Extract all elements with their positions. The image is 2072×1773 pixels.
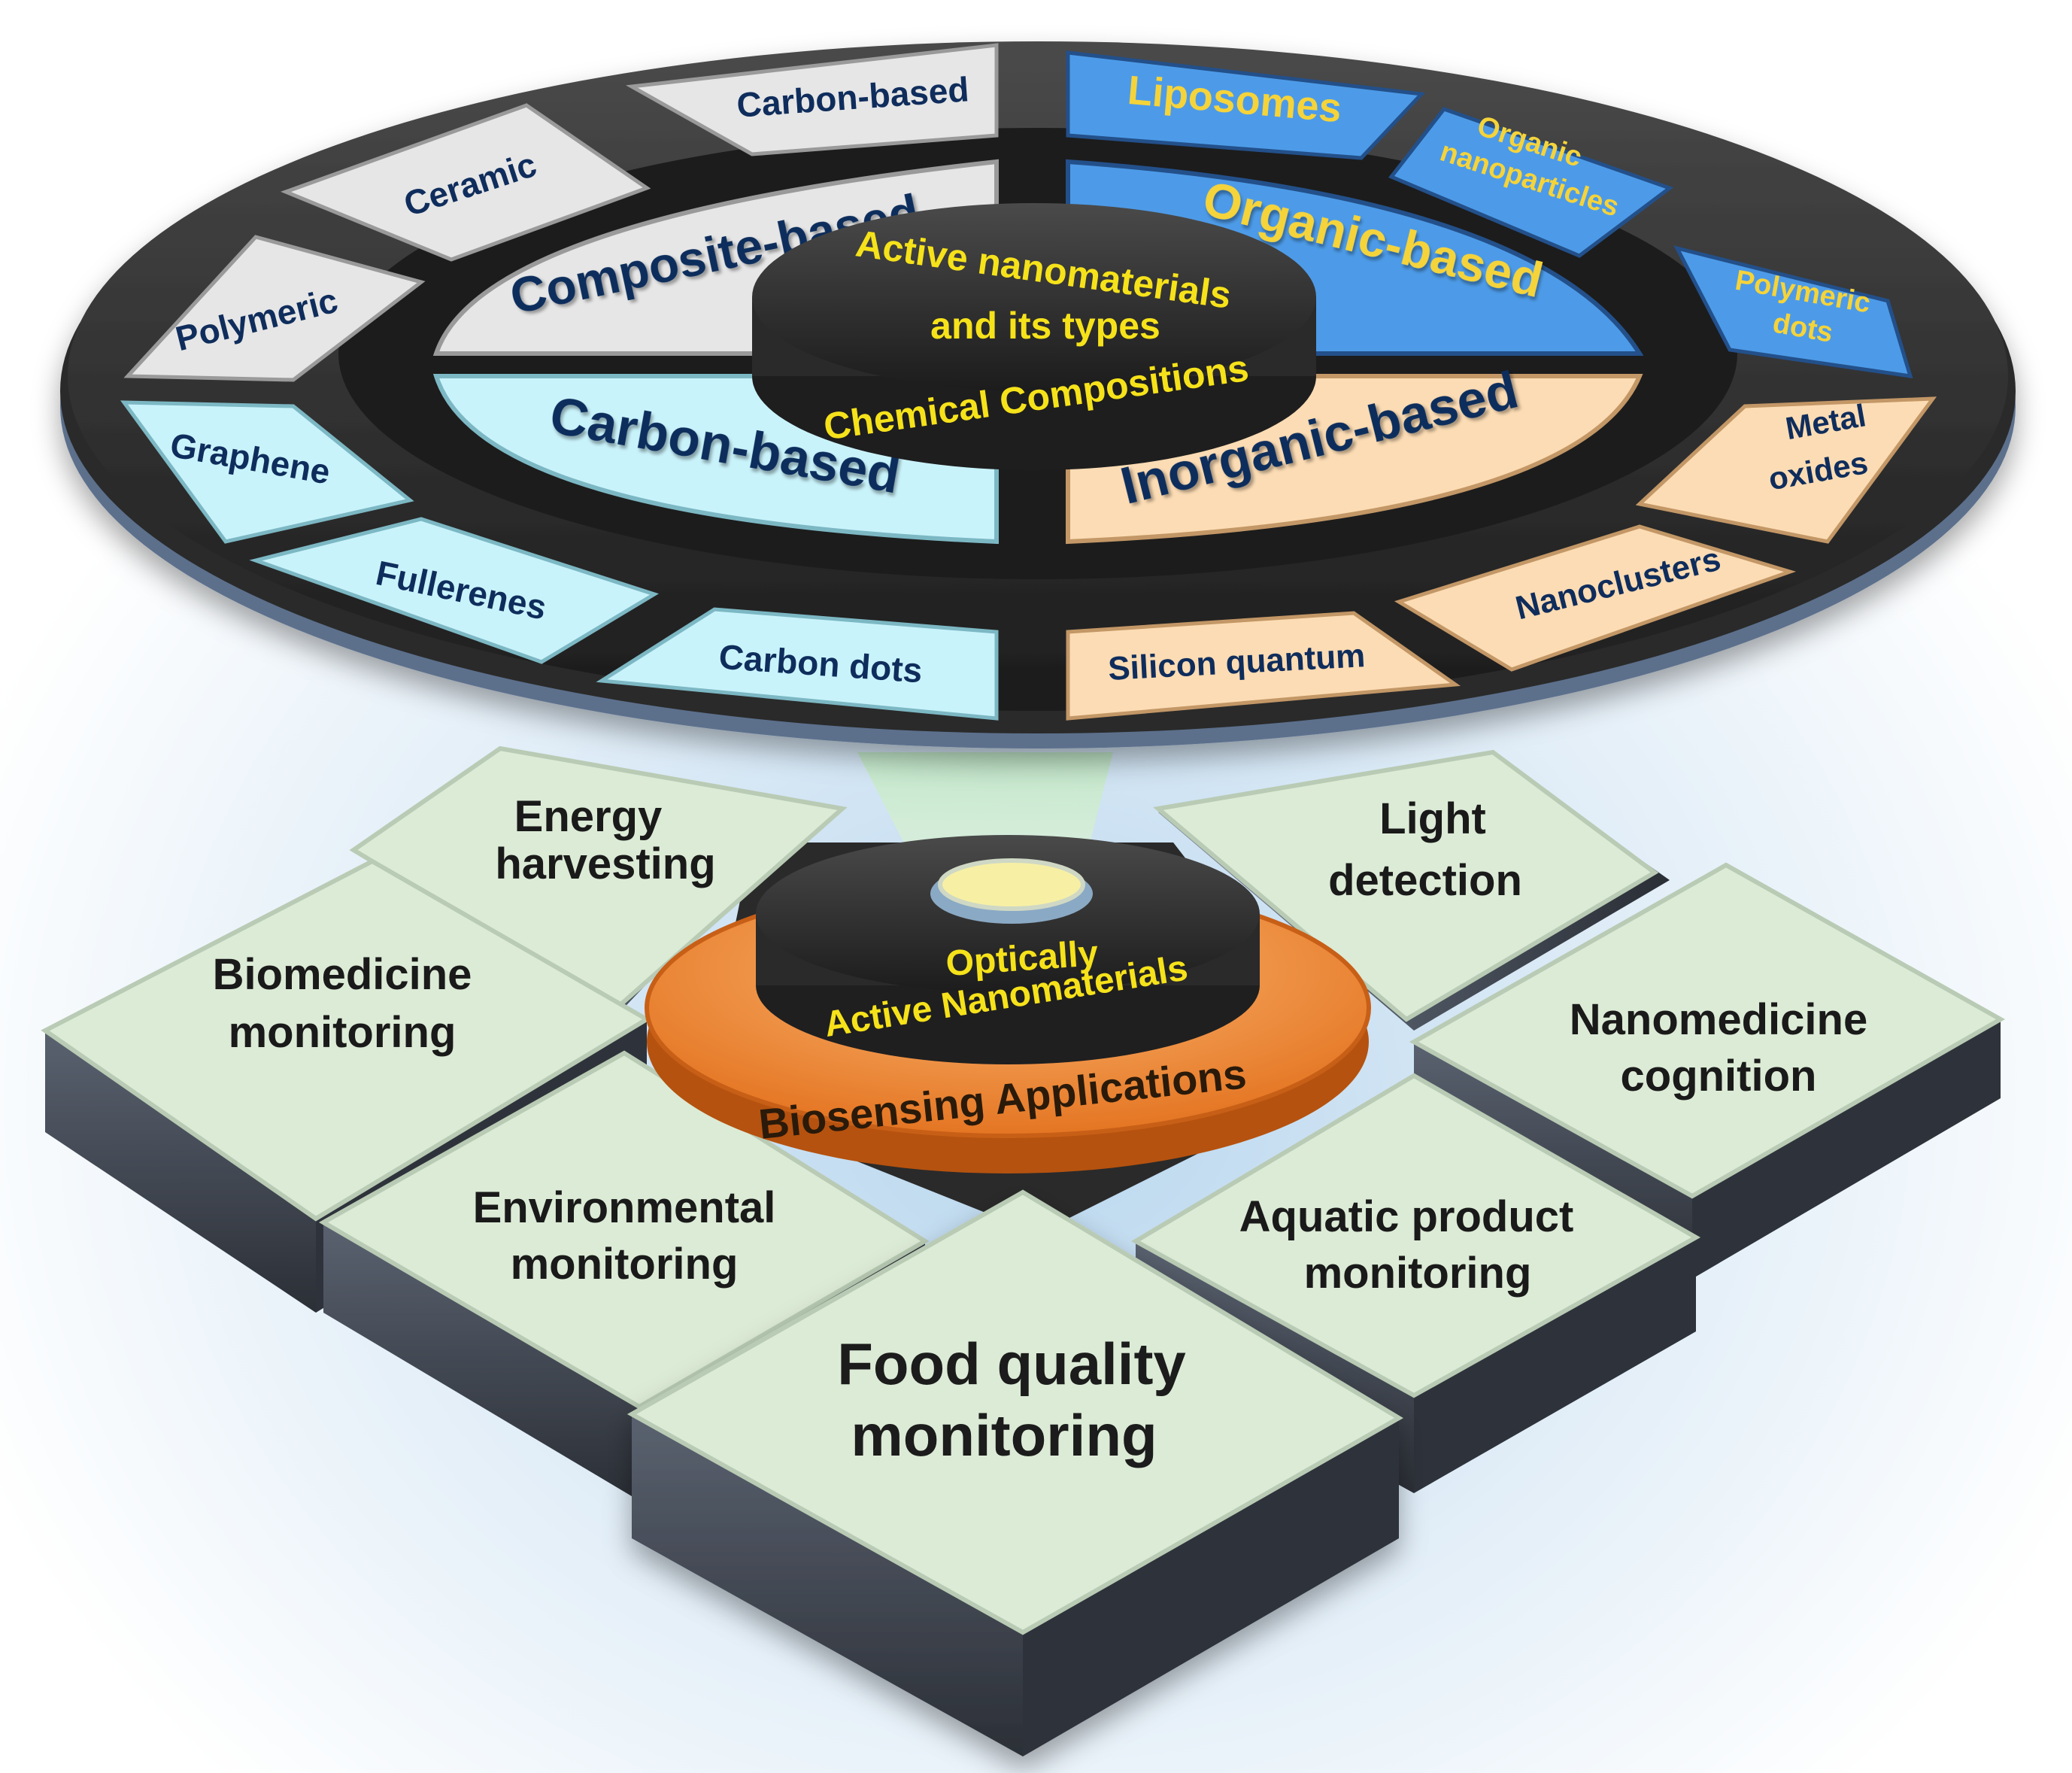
tile-energy-harvesting[interactable]: Energy harvesting bbox=[349, 745, 848, 1016]
puck-top bbox=[752, 203, 1316, 391]
environmental-line2: monitoring bbox=[511, 1240, 739, 1289]
segment-carbon-outer: Graphene Fullerenes Carbon dots bbox=[120, 400, 999, 721]
tile-food-quality-monitoring[interactable]: Food quality monitoring bbox=[626, 1189, 1403, 1756]
seg-organic-nanoparticles[interactable] bbox=[1388, 107, 1674, 258]
biomedicine-line2: monitoring bbox=[229, 1008, 457, 1057]
center-puck: Active nanomaterials and its types Chemi… bbox=[752, 203, 1316, 470]
aquatic-line2: monitoring bbox=[1304, 1249, 1532, 1298]
seg-nanoclusters[interactable] bbox=[1394, 524, 1797, 672]
seg-metal-oxides[interactable] bbox=[1635, 396, 1937, 544]
center-line2: and its types bbox=[930, 305, 1160, 347]
seg-carbon-dots[interactable] bbox=[596, 607, 999, 721]
seg-ceramic[interactable] bbox=[281, 103, 651, 262]
seg-polymeric-dots[interactable] bbox=[1673, 245, 1913, 379]
energy-line1: Energy bbox=[514, 792, 663, 841]
segment-inorganic-outer: Silicon quantum Nanoclusters Metal oxide… bbox=[1066, 396, 1937, 721]
seg-polymeric[interactable] bbox=[123, 235, 426, 382]
seg-silicon-quantum[interactable] bbox=[1066, 611, 1461, 721]
food-line2: monitoring bbox=[851, 1402, 1157, 1468]
biomedicine-line1: Biomedicine bbox=[213, 950, 472, 999]
hub-lens bbox=[938, 858, 1085, 911]
nanomedicine-line1: Nanomedicine bbox=[1570, 995, 1867, 1044]
aquatic-line1: Aquatic product bbox=[1239, 1192, 1574, 1241]
nanomedicine-line2: cognition bbox=[1621, 1052, 1817, 1101]
hub: Optically Active Nanomaterials Biosensin… bbox=[645, 835, 1371, 1173]
light-line2: detection bbox=[1328, 856, 1522, 905]
light-line1: Light bbox=[1379, 794, 1486, 843]
food-line1: Food quality bbox=[837, 1331, 1186, 1397]
energy-line2: harvesting bbox=[495, 839, 715, 888]
segment-composite-outer: Polymeric Ceramic Carbon-based bbox=[123, 43, 999, 382]
seg-carbon-based-outer[interactable] bbox=[626, 43, 999, 156]
seg-fullerenes[interactable] bbox=[249, 517, 660, 664]
seg-liposomes[interactable] bbox=[1066, 50, 1426, 160]
seg-graphene[interactable] bbox=[120, 400, 414, 544]
environmental-line1: Environmental bbox=[473, 1183, 776, 1232]
